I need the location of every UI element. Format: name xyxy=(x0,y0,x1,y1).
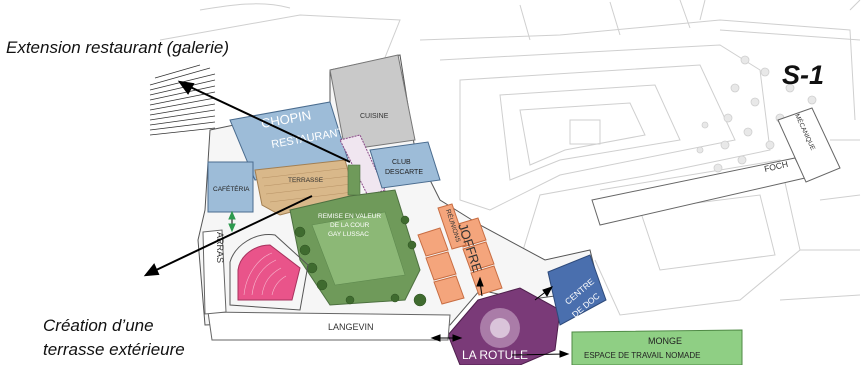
garden-lawn xyxy=(311,211,406,286)
langevin-wing xyxy=(207,311,451,341)
extension-gallery xyxy=(339,134,386,197)
espace-label: ESPACE DE TRAVAIL NOMADE xyxy=(584,351,700,360)
annotation-extension-restaurant: Extension restaurant (galerie) xyxy=(6,38,230,57)
flow-arrows xyxy=(228,210,570,358)
garden-trees xyxy=(294,215,427,307)
rotule-core xyxy=(490,318,510,338)
amphi-rows xyxy=(243,252,287,296)
monge-area xyxy=(571,329,743,365)
club-descarte-area xyxy=(369,141,441,189)
background-outlines xyxy=(159,0,861,316)
hatched-zone xyxy=(149,64,216,136)
remise-label-line2: DE LA COUR xyxy=(330,222,370,229)
annotation-arrows xyxy=(143,80,351,277)
cuisine-area xyxy=(329,54,416,151)
monge-label: MONGE xyxy=(648,336,682,346)
centre-de-doc-area xyxy=(547,254,607,326)
cafeteria-label: CAFÉTÉRIA xyxy=(213,184,250,193)
sheet-label: S-1 xyxy=(782,60,825,90)
arras-wing xyxy=(202,229,227,315)
club-label-line2: DESCARTE xyxy=(385,169,423,176)
terrasse-label: TERRASSE xyxy=(288,177,324,184)
cafeteria-area xyxy=(207,161,254,213)
remise-label-line1: REMISE EN VALEUR xyxy=(318,213,381,220)
mecanique-area xyxy=(777,107,841,183)
arras-label: ARRAS xyxy=(215,232,225,263)
cuisine-label: CUISINE xyxy=(360,113,389,120)
remise-label-line3: GAY LUSSAC xyxy=(328,231,369,238)
amphi-frame xyxy=(229,234,309,311)
planter-strip xyxy=(347,164,361,196)
club-label-line1: CLUB xyxy=(392,159,411,166)
annotation-creation-line2: terrasse extérieure xyxy=(43,340,185,359)
langevin-label: LANGEVIN xyxy=(328,322,374,332)
annotation-creation-line1: Création d’une xyxy=(43,316,154,335)
la-rotule-label: LA ROTULE xyxy=(462,348,528,362)
joffre-block xyxy=(417,203,503,305)
